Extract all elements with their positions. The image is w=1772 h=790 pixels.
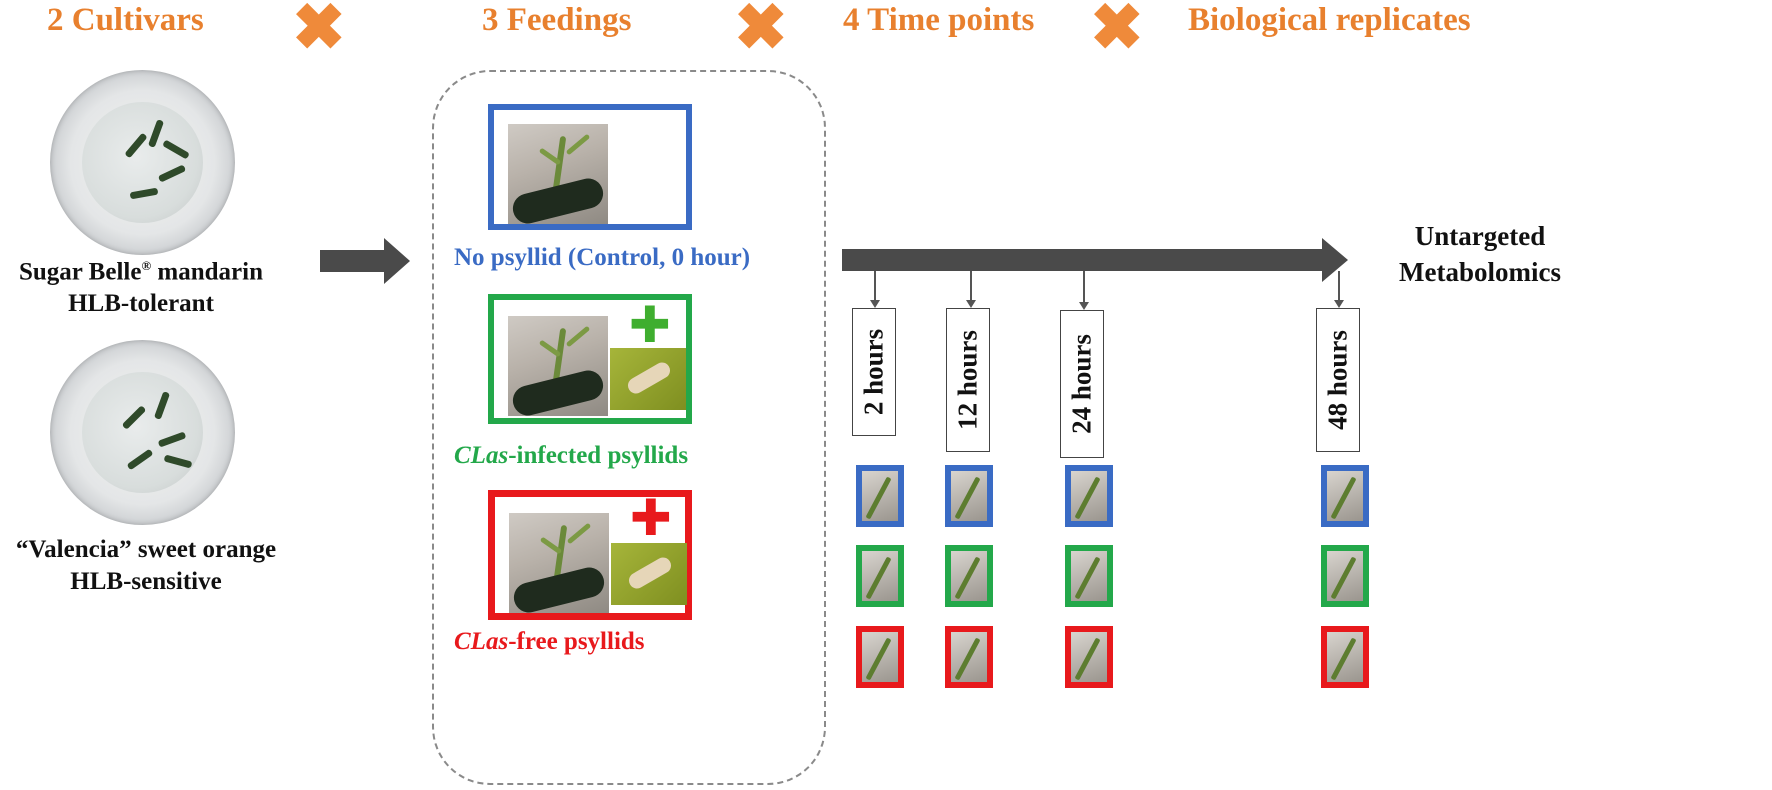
plant-photo-icon (508, 124, 608, 224)
header-feedings: 3 Feedings (482, 2, 632, 38)
feeding-box-control (488, 104, 692, 230)
header-replicates: Biological replicates (1188, 2, 1471, 38)
replicate-blue (1321, 465, 1369, 527)
replicate-blue (856, 465, 904, 527)
feeding-box-free: ✚ (488, 490, 692, 620)
times-icon: ✖ (1090, 0, 1144, 63)
replicate-red (856, 626, 904, 688)
replicate-green (856, 545, 904, 607)
replicate-green (945, 545, 993, 607)
plant-photo-icon (508, 316, 608, 416)
psyllid-photo-icon (610, 348, 686, 410)
cultivar-label-1: Sugar Belle® mandarin HLB-tolerant (18, 258, 264, 318)
psyllid-photo-icon (611, 543, 687, 605)
replicate-green (1321, 545, 1369, 607)
feeding-label-free: CLas-free psyllids (454, 628, 645, 655)
plus-icon: ✚ (630, 489, 672, 547)
feeding-box-infected: ✚ (488, 294, 692, 424)
feeding-label-infected: CLas-infected psyllids (454, 442, 689, 469)
outcome-label: Untargeted Metabolomics (1399, 221, 1561, 287)
petri-dish-icon (50, 70, 235, 255)
cultivar-label-2: “Valencia” sweet orange HLB-sensitive (15, 536, 277, 595)
feedings-group (432, 70, 826, 785)
times-icon: ✖ (734, 0, 788, 63)
replicate-green (1065, 545, 1113, 607)
plus-icon: ✚ (629, 296, 671, 354)
replicate-blue (1065, 465, 1113, 527)
header-cultivars: 2 Cultivars (47, 2, 204, 38)
petri-dish-icon (50, 340, 235, 525)
replicate-red (945, 626, 993, 688)
replicate-red (1065, 626, 1113, 688)
plant-photo-icon (509, 513, 609, 613)
replicate-red (1321, 626, 1369, 688)
header-timepoints: 4 Time points (843, 2, 1035, 38)
times-icon: ✖ (292, 0, 346, 63)
feeding-label-control: No psyllid (Control, 0 hour) (454, 244, 751, 271)
replicate-blue (945, 465, 993, 527)
